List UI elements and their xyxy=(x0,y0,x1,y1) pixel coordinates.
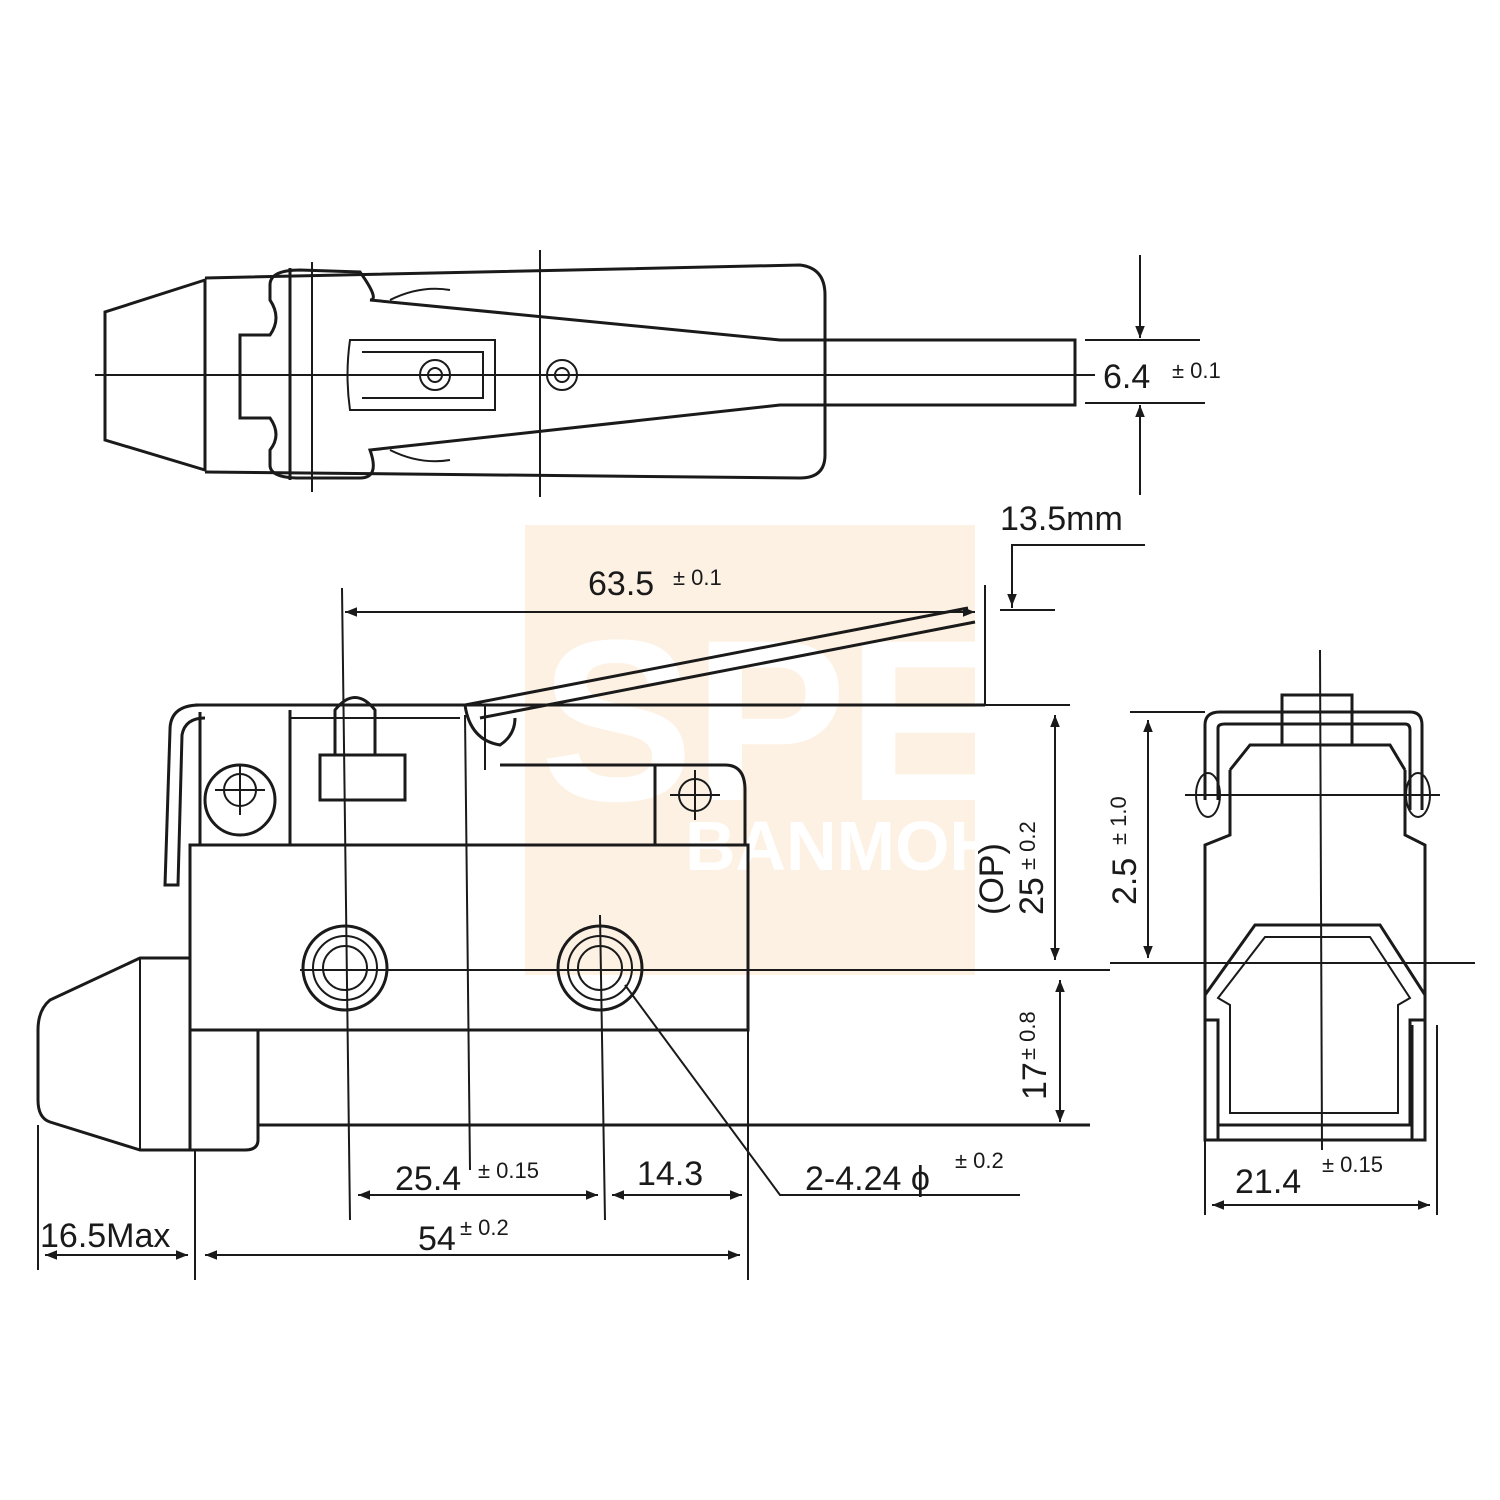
dim-lever-length-tol: ± 0.1 xyxy=(673,565,722,590)
dim-overtravel: 13.5mm xyxy=(1000,500,1123,538)
front-view: 2.5 ± 1.0 21.4 ± 0.15 xyxy=(1106,649,1475,1215)
dim-holes-tol: ± 0.2 xyxy=(955,1148,1004,1173)
dim-op-tol: ± 0.2 xyxy=(1015,821,1040,870)
dim-cap-length: 16.5Max xyxy=(40,1217,170,1255)
dim-travel-tol: ± 1.0 xyxy=(1106,796,1131,845)
dim-body-length-tol: ± 0.2 xyxy=(460,1215,509,1240)
dim-width-tol: ± 0.1 xyxy=(1172,358,1221,383)
dim-hole-spacing-tol: ± 0.15 xyxy=(478,1158,539,1183)
dim-lower-height-value: 17 xyxy=(1016,1062,1054,1100)
watermark: SPE BANMOH xyxy=(525,525,1000,975)
dim-hole-spacing-value: 25.4 xyxy=(395,1160,461,1198)
watermark-brand: SPE xyxy=(540,592,1000,849)
dim-body-length-value: 54 xyxy=(418,1220,456,1258)
dim-width-value: 6.4 xyxy=(1103,358,1150,396)
top-view: 6.4 ± 0.1 xyxy=(95,250,1221,497)
dim-lever-length-value: 63.5 xyxy=(588,565,654,603)
dim-front-width-tol: ± 0.15 xyxy=(1322,1152,1383,1177)
dim-hole-edge-value: 14.3 xyxy=(637,1155,703,1193)
side-view: 13.5mm 63.5 ± 0.1 (OP) 25 ± 0.2 17 ± 0.8… xyxy=(36,500,1145,1280)
dim-travel-value: 2.5 xyxy=(1106,858,1144,905)
dim-op-label: (OP) xyxy=(973,843,1011,915)
mounting-hole xyxy=(301,924,389,1012)
dim-lower-height-tol: ± 0.8 xyxy=(1015,1011,1040,1060)
dim-holes-value: 2-4.24 ϕ xyxy=(805,1160,930,1198)
dim-op-value: 25 xyxy=(1013,877,1051,915)
dim-front-width-value: 21.4 xyxy=(1235,1163,1301,1201)
